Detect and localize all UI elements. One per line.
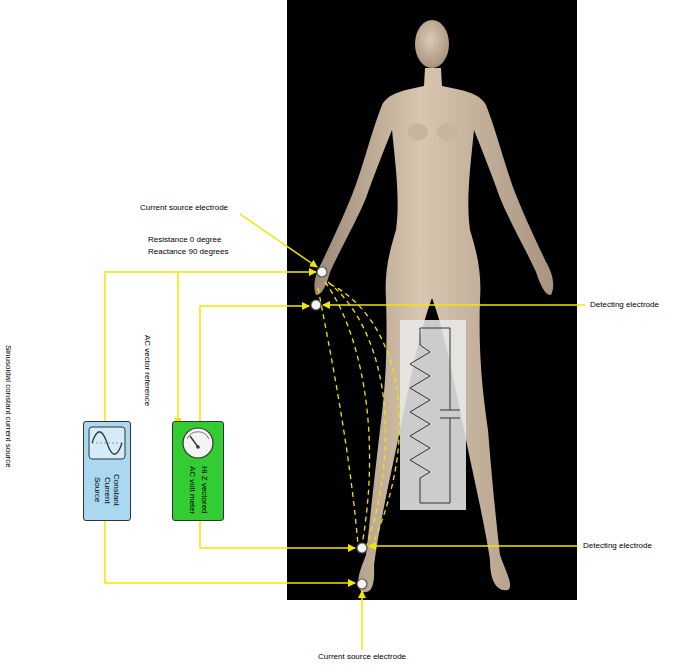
dial-pivot xyxy=(196,445,200,449)
wires xyxy=(105,272,355,583)
current-path xyxy=(328,282,385,548)
capacitor-symbol xyxy=(440,328,460,503)
dial-scale xyxy=(187,432,209,439)
phase-note: Reactance 90 degrees xyxy=(148,247,229,257)
leader-line xyxy=(323,304,585,306)
electrodes xyxy=(311,267,367,589)
resistor-symbol xyxy=(410,328,430,503)
circuit-panel xyxy=(400,320,466,510)
leader-line xyxy=(369,545,578,547)
detect-wire xyxy=(200,306,309,425)
current-path xyxy=(318,288,358,545)
source-label: Sinusoidal constant current source xyxy=(3,345,13,468)
electrode-label: Current source electrode xyxy=(140,203,228,213)
sine-wave-icon xyxy=(87,425,127,461)
figure-chest xyxy=(408,123,428,141)
source-wire xyxy=(105,272,316,425)
figure-chest xyxy=(437,123,457,141)
meter-dial-icon xyxy=(178,425,218,461)
reference-wire xyxy=(177,272,179,425)
human-figure xyxy=(314,68,553,592)
sine-wave xyxy=(92,432,122,455)
dial-needle xyxy=(190,436,198,447)
current-path xyxy=(330,284,399,550)
text-row: AC volt meter Hi Z vectored xyxy=(187,464,208,516)
box-text: AC volt meter xyxy=(187,464,196,516)
leaders xyxy=(240,214,585,650)
black-backdrop xyxy=(287,0,577,600)
figure-head xyxy=(415,20,449,68)
icon-frame xyxy=(89,427,125,459)
source-wire xyxy=(105,515,355,583)
electrode-label: Current source electrode xyxy=(318,652,406,662)
current-paths xyxy=(318,282,399,550)
leader-line xyxy=(240,214,317,267)
electrode xyxy=(357,579,367,589)
electrode xyxy=(311,300,321,310)
circuit-wire xyxy=(420,328,450,503)
electrode-label: Detecting electrode xyxy=(583,541,652,551)
leader-line xyxy=(361,591,363,650)
text-row: Constant Current Source xyxy=(93,464,121,516)
box-text: Constant Current Source xyxy=(93,464,121,516)
current-path xyxy=(325,282,370,545)
electrode xyxy=(357,543,367,553)
dial-face xyxy=(183,428,213,458)
box-text: Hi Z vectored xyxy=(200,464,209,516)
rc-circuit xyxy=(410,328,460,503)
reference-label: AC vector reference xyxy=(142,335,152,406)
axis-line xyxy=(92,443,122,444)
electrode xyxy=(317,267,327,277)
voltmeter-box: AC volt meter Hi Z vectored xyxy=(172,421,224,521)
current-source-box: Constant Current Source xyxy=(83,421,131,521)
phase-note: Resistance 0 degree xyxy=(148,235,221,245)
electrode-label: Detecting electrode xyxy=(590,300,659,310)
